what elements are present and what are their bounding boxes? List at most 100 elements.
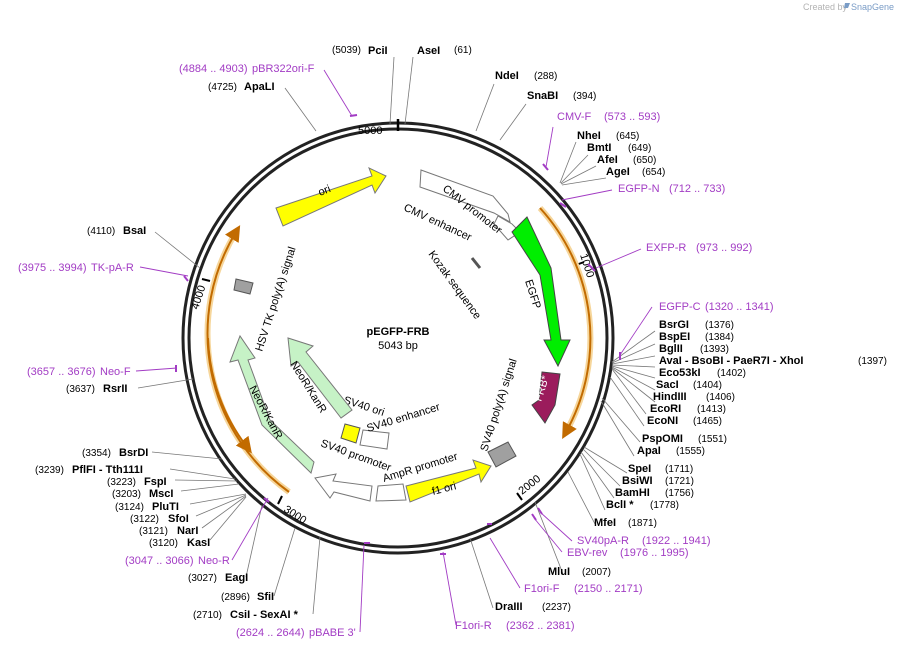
enzyme-pos: (3027) [188,573,217,584]
enzyme-pos: (3637) [66,384,95,395]
enzyme-name[interactable]: EagI [225,572,248,584]
enzyme-name[interactable]: MluI [548,566,570,578]
enzyme-pos: (1384) [705,332,734,343]
enzyme-pos: (654) [642,167,665,178]
enzyme-pos: (2896) [221,592,250,603]
enzyme-pos: (3203) [112,489,141,500]
enzyme-name[interactable]: AfeI [597,154,618,166]
primer-name[interactable]: F1ori-R [455,620,492,632]
enzyme-name[interactable]: NheI [577,130,601,142]
enzyme-name[interactable]: AgeI [606,166,630,178]
enzyme-pos: (1551) [698,434,727,445]
feature-ori[interactable] [275,167,387,227]
enzyme-pos: (2007) [582,567,611,578]
enzyme-name[interactable]: SnaBI [527,90,558,102]
enzyme-name[interactable]: SpeI [628,463,651,475]
primer-name[interactable]: F1ori-F [524,583,560,595]
feature-kozak[interactable] [470,257,482,269]
enzyme-name[interactable]: EcoNI [647,415,678,427]
feature-neor[interactable] [229,334,315,474]
enzyme-name[interactable]: EcoRI [650,403,681,415]
feature-hsv-tk-polya[interactable] [233,278,254,295]
primer-range: (1976 .. 1995) [620,547,689,559]
primer-range: (973 .. 992) [696,242,752,254]
enzyme-name[interactable]: FspI [144,476,167,488]
enzyme-name[interactable]: Eco53kI [659,367,701,379]
enzyme-pos: (1376) [705,320,734,331]
enzyme-name[interactable]: SfoI [168,513,189,525]
primer-name[interactable]: Neo-F [100,366,131,378]
enzyme-pos: (649) [628,143,651,154]
enzyme-pos: (288) [534,71,557,82]
primer-name[interactable]: EXFP-R [646,242,686,254]
enzyme-pos: (1711) [665,464,693,475]
enzyme-name[interactable]: PciI [368,45,388,57]
primer-range: (4884 .. 4903) [179,63,248,75]
feature-f1-ori-label: f1 ori [431,480,458,498]
feature-neor-inner[interactable] [287,337,353,419]
feature-sv40-promoter[interactable] [314,473,373,502]
enzyme-name[interactable]: SfiI [257,591,274,603]
primer-name[interactable]: CMV-F [557,111,592,123]
enzyme-name[interactable]: SacI [656,379,679,391]
feature-cmv-enhancer[interactable] [419,169,511,224]
primer-name[interactable]: EGFP-C [659,301,701,313]
feature-sv40-ori[interactable] [340,423,361,444]
enzyme-name[interactable]: MscI [149,488,173,500]
enzyme-name[interactable]: AvaI - BsoBI - PaeR7I - XhoI [659,355,803,367]
enzyme-pos: (3120) [149,538,178,549]
primer-range: (3047 .. 3066) [125,555,194,567]
enzyme-name[interactable]: AseI [417,45,440,57]
enzyme-name[interactable]: KasI [187,537,210,549]
primer-name[interactable]: TK-pA-R [91,262,134,274]
enzyme-name[interactable]: BsiWI [622,475,653,487]
enzyme-pos: (4110) [87,226,115,237]
primer-name[interactable]: SV40pA-R [577,535,629,547]
enzyme-name[interactable]: BmtI [587,142,611,154]
leader-lines [137,56,656,615]
primer-marks [175,114,621,555]
enzyme-name[interactable]: ApaI [637,445,661,457]
enzyme-name[interactable]: PspOMI [642,433,683,445]
primer-name[interactable]: pBR322ori-F [252,63,315,75]
enzyme-pos: (3223) [107,477,136,488]
feature-sv40-enhancer[interactable] [359,429,390,450]
primer-name[interactable]: Neo-R [198,555,230,567]
enzyme-name[interactable]: ApaLI [244,81,275,93]
feature-egfp[interactable] [511,216,571,368]
enzyme-name[interactable]: BspEI [659,331,690,343]
feature-sv40-polya[interactable] [487,441,517,468]
enzyme-name[interactable]: BsrDI [119,447,148,459]
ruler-tick-3000 [277,495,283,505]
primer-name[interactable]: pBABE 3' [309,627,356,639]
enzyme-name[interactable]: BclI * [606,499,634,511]
feature-frb[interactable] [531,371,561,424]
enzyme-pos: (4725) [208,82,237,93]
enzyme-pos: (1393) [700,344,729,355]
feature-egfp-label: EGFP [522,278,543,310]
enzyme-name[interactable]: PluTI [152,501,179,513]
primer-name[interactable]: EGFP-N [618,183,660,195]
enzyme-name[interactable]: RsrII [103,383,127,395]
enzyme-name[interactable]: DraIII [495,601,523,613]
watermark-prefix: Created by [803,2,848,12]
primer-range: (2624 .. 2644) [236,627,305,639]
enzyme-name[interactable]: BsaI [123,225,146,237]
enzyme-name[interactable]: NarI [177,525,198,537]
enzyme-name[interactable]: BsrGI [659,319,689,331]
feature-f1-ori[interactable] [405,459,492,503]
enzyme-name[interactable]: CsiI - SexAI * [230,609,299,621]
orf-neor-inner [207,337,252,454]
primer-name[interactable]: EBV-rev [567,547,608,559]
enzyme-name[interactable]: NdeI [495,70,519,82]
feature-ori-label: ori [317,183,333,199]
enzyme-name[interactable]: PflFI - Tth111I [72,464,143,476]
enzyme-name[interactable]: MfeI [594,517,616,529]
feature-hsv-tk-polya-label: HSV TK poly(A) signal [253,245,298,353]
enzyme-name[interactable]: HindIII [653,391,687,403]
primer-range: (1922 .. 1941) [642,535,711,547]
enzyme-name[interactable]: BamHI [615,487,650,499]
primer-range: (712 .. 733) [669,183,725,195]
feature-ampr-promoter[interactable] [375,483,407,502]
enzyme-name[interactable]: BglII [659,343,683,355]
